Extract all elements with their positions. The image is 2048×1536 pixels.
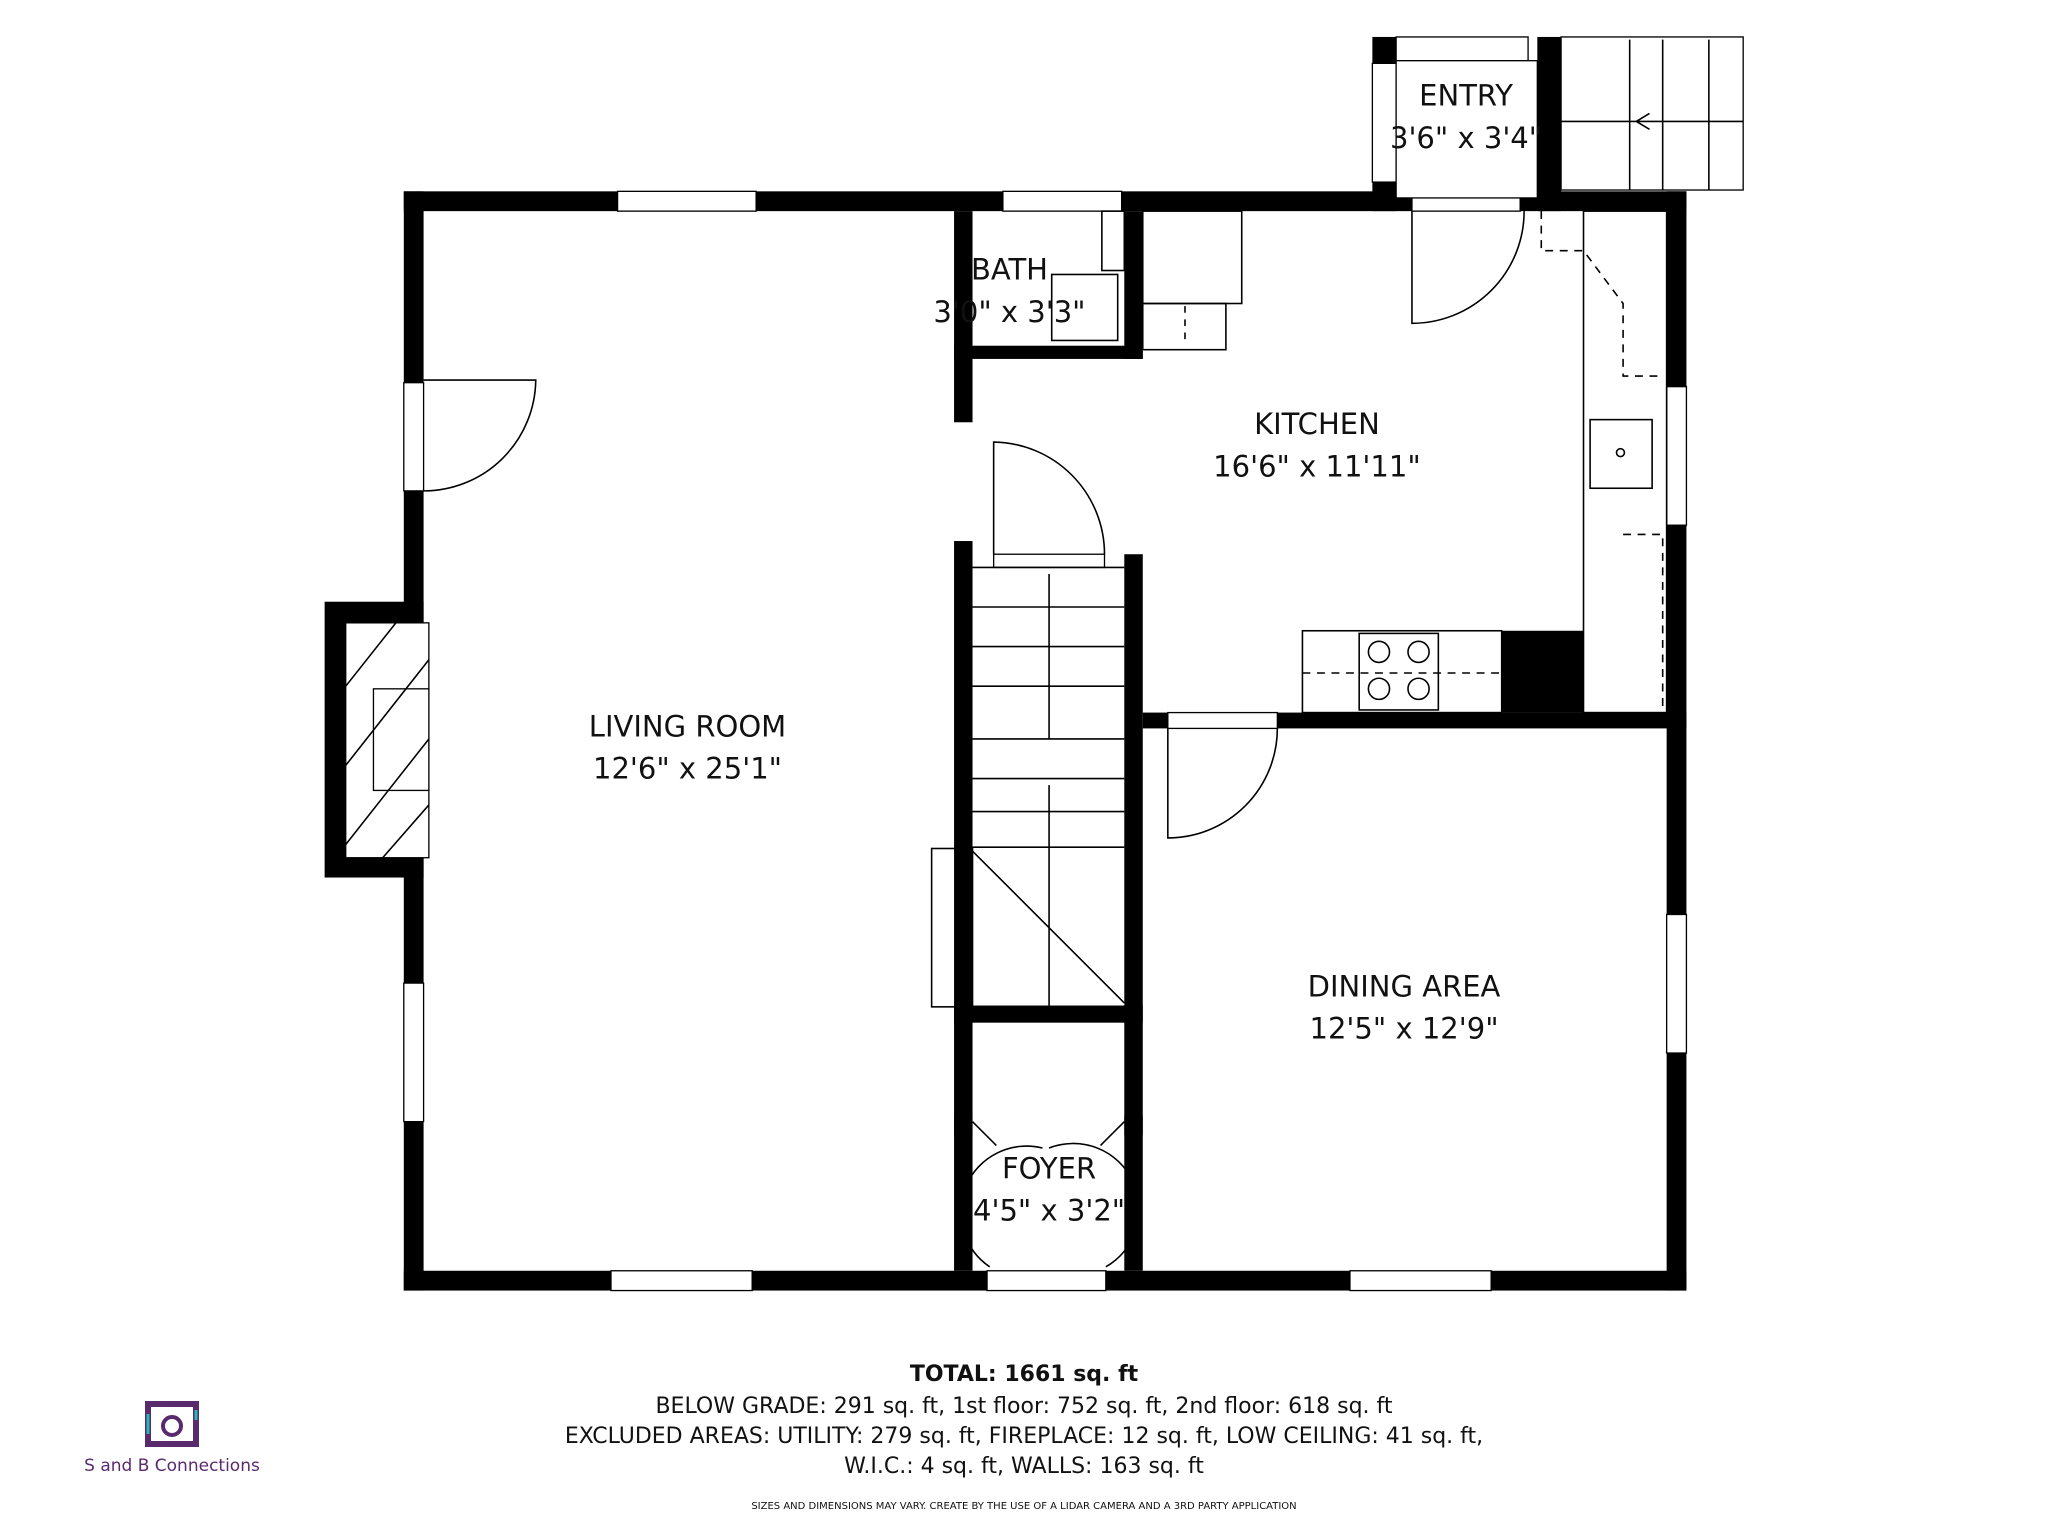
disclaimer: SIZES AND DIMENSIONS MAY VARY. CREATE BY… <box>751 1501 1297 1512</box>
fixtures <box>345 39 1744 1268</box>
total-area: TOTAL: 1661 sq. ft <box>909 1362 1139 1387</box>
room-name-bath: BATH <box>971 253 1048 287</box>
room-size-bath: 3'0" x 3'3" <box>933 295 1085 329</box>
area-breakdown: BELOW GRADE: 291 sq. ft, 1st floor: 752 … <box>655 1394 1393 1419</box>
walls <box>324 36 1687 1291</box>
room-name-entry: ENTRY <box>1419 79 1513 113</box>
room-name-dining: DINING AREA <box>1308 969 1501 1003</box>
room-name-kitchen: KITCHEN <box>1254 407 1380 441</box>
room-size-foyer: 4'5" x 3'2" <box>973 1194 1125 1228</box>
room-name-living: LIVING ROOM <box>589 709 786 743</box>
openings <box>345 36 1744 1292</box>
room-size-dining: 12'5" x 12'9" <box>1310 1012 1499 1046</box>
room-size-entry: 3'6" x 3'4" <box>1390 121 1542 155</box>
room-name-foyer: FOYER <box>1002 1151 1096 1185</box>
room-size-living: 12'6" x 25'1" <box>593 752 782 786</box>
brand-logo: S and B Connections <box>62 1400 282 1476</box>
excluded-areas-cont: W.I.C.: 4 sq. ft, WALLS: 163 sq. ft <box>844 1454 1204 1479</box>
brand-name: S and B Connections <box>84 1456 260 1476</box>
room-size-kitchen: 16'6" x 11'11" <box>1213 449 1421 483</box>
excluded-areas: EXCLUDED AREAS: UTILITY: 279 sq. ft, FIR… <box>564 1424 1484 1449</box>
camera-icon <box>145 1401 199 1447</box>
